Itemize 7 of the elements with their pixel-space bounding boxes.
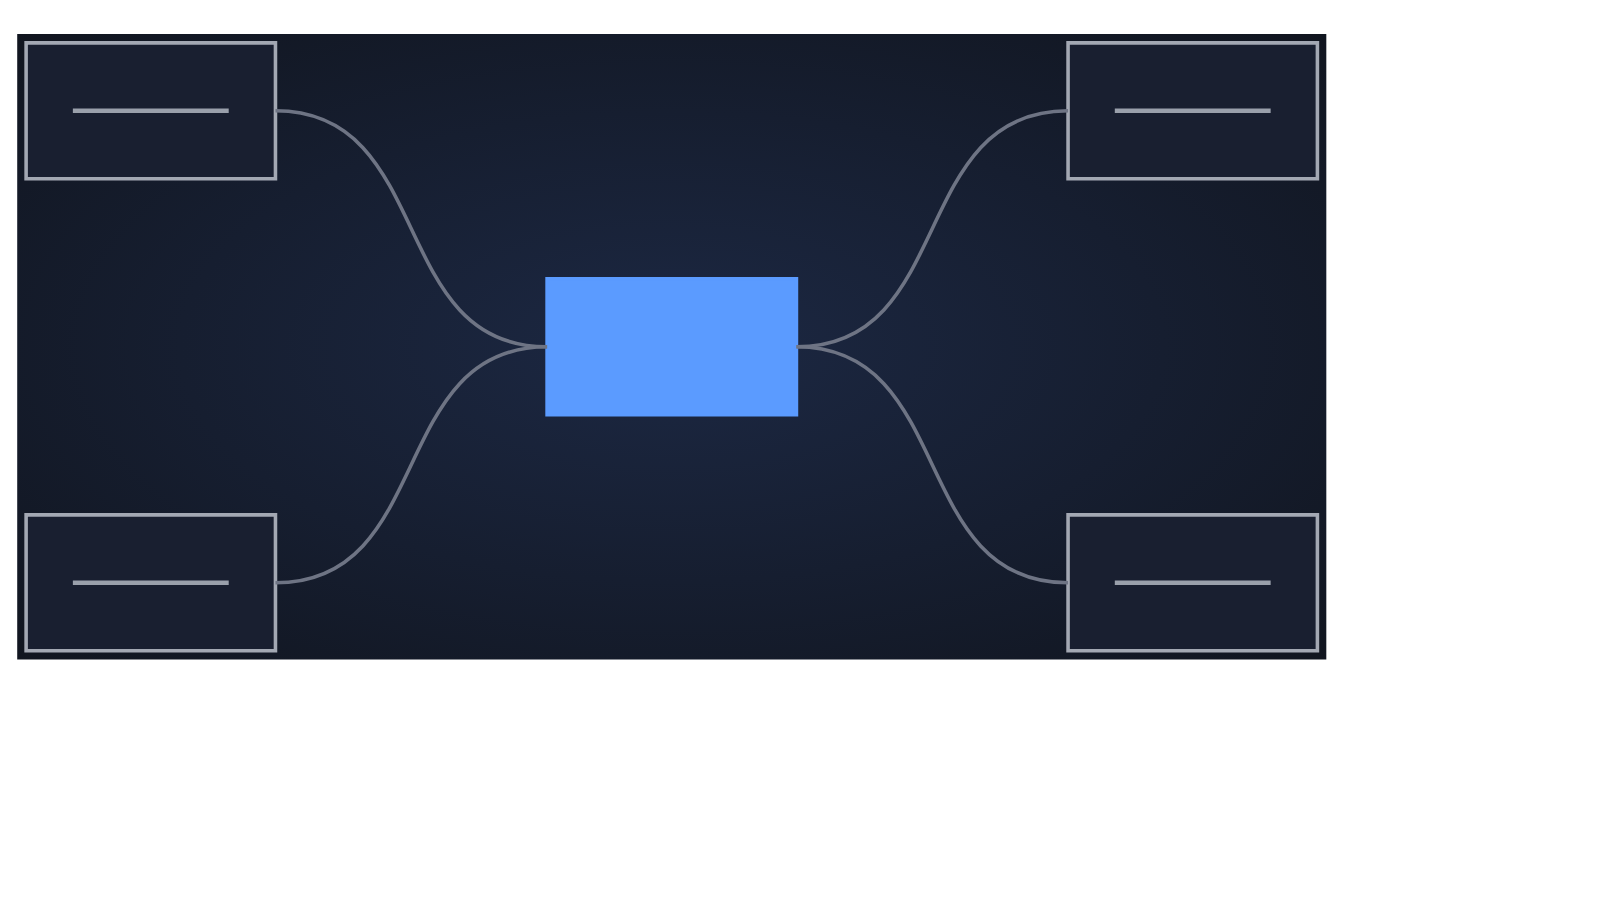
connector	[796, 344, 1069, 584]
node-box	[1066, 512, 1320, 652]
node-box	[24, 512, 278, 652]
node-box	[1066, 40, 1320, 180]
node-box	[24, 40, 278, 180]
node-box	[545, 276, 799, 416]
connector	[275, 344, 548, 584]
